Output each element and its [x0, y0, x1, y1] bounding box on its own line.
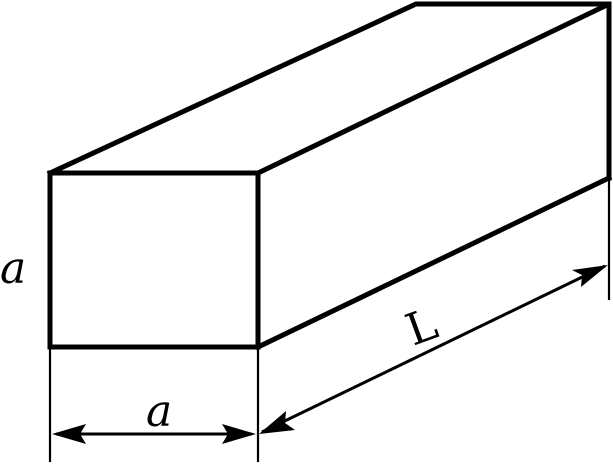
bottom-side-edge: [254, 174, 613, 351]
width-arrow-left: [52, 424, 86, 444]
length-label: L: [399, 298, 444, 356]
width-arrow-right: [222, 424, 256, 444]
length-dimension-line: [261, 264, 606, 434]
length-arrow-lower: [259, 411, 295, 434]
side-height-label: a: [0, 243, 26, 294]
length-arrow-upper: [572, 265, 608, 287]
front-face: [47, 170, 261, 350]
top-face: [46, 1, 611, 177]
bottom-width-label: a: [146, 386, 172, 437]
